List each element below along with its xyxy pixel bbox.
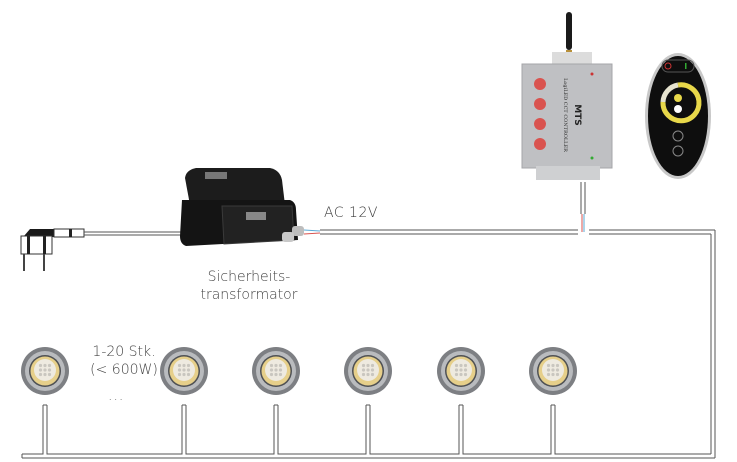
led-light-icon	[252, 347, 300, 455]
ellipsis-label: ...	[108, 388, 125, 404]
svg-text:LogiLED CCT CONTROLLER: LogiLED CCT CONTROLLER	[562, 78, 568, 152]
led-light-icon	[160, 347, 208, 455]
led-light-icon	[21, 347, 69, 455]
led-light-icon	[437, 347, 485, 455]
controller-lead	[580, 182, 586, 232]
power-plug-icon	[20, 228, 85, 271]
remote-control-icon	[645, 53, 711, 179]
svg-text:MTS: MTS	[572, 104, 582, 126]
light-count-label: 1-20 Stk. (< 600W)	[84, 343, 164, 379]
transformer-label: Sicherheits- transformator	[190, 268, 308, 304]
lights-group	[21, 347, 577, 455]
voltage-label: AC 12V	[324, 205, 378, 221]
controller-icon: MTS LogiLED CCT CONTROLLER	[521, 12, 613, 180]
led-light-icon	[344, 347, 392, 455]
transformer-icon	[180, 168, 321, 246]
transformer-label-line2: transformator	[200, 287, 298, 303]
transformer-label-line1: Sicherheits-	[207, 269, 291, 285]
light-count-line1: 1-20 Stk.	[92, 344, 156, 360]
light-count-line2: (< 600W)	[90, 362, 158, 378]
led-light-icon	[529, 347, 577, 455]
mains-cable	[84, 231, 188, 236]
